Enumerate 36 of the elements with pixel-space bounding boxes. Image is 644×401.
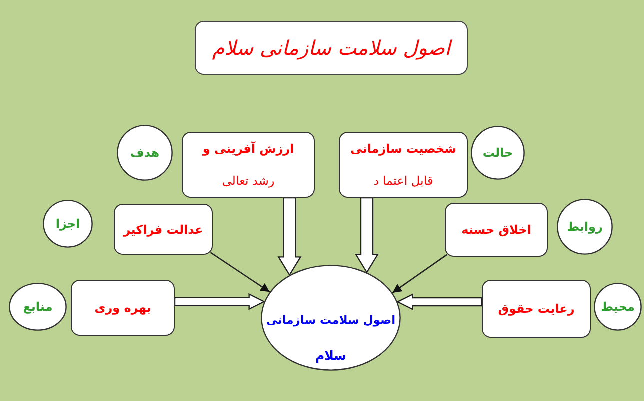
category-label: هدف bbox=[130, 146, 160, 160]
block-arrow bbox=[174, 293, 266, 310]
concept-subtitle: قابل اعتما د bbox=[374, 174, 434, 188]
concept-box bbox=[182, 132, 315, 198]
block-arrow bbox=[354, 197, 380, 274]
title: اصول سلامت سازمانی سلام bbox=[212, 36, 451, 60]
category-label: منابع bbox=[23, 300, 53, 314]
arrow bbox=[392, 254, 448, 294]
central-ellipse bbox=[261, 265, 401, 371]
concept-box bbox=[71, 280, 175, 336]
category-circle bbox=[9, 283, 67, 331]
central-label: اصول سلامت سازمانی bbox=[266, 313, 396, 327]
arrow bbox=[210, 252, 270, 293]
concept-box bbox=[445, 203, 548, 257]
concept-subtitle: رشد تعالی bbox=[222, 174, 275, 188]
concept-heading: اخلاق حسنه bbox=[462, 223, 532, 237]
concept-box bbox=[114, 204, 213, 255]
concept-heading: بهره وری bbox=[94, 301, 152, 315]
category-label: محیط bbox=[601, 300, 635, 314]
category-circle bbox=[43, 200, 93, 248]
category-circle bbox=[117, 125, 173, 181]
category-label: حالت bbox=[482, 146, 514, 160]
category-circle bbox=[594, 283, 642, 331]
category-circle bbox=[557, 199, 613, 255]
category-circle bbox=[471, 126, 525, 180]
concept-heading: شخصیت سازمانی bbox=[350, 142, 456, 156]
block-arrow bbox=[396, 294, 483, 311]
central-label: سلام bbox=[316, 348, 346, 363]
concept-heading: ارزش آفرینی و bbox=[202, 142, 294, 156]
concept-heading: عدالت فراکیر bbox=[124, 222, 204, 236]
concept-box bbox=[482, 280, 591, 338]
category-label: اجزا bbox=[56, 217, 80, 231]
concept-heading: رعایت حقوق bbox=[498, 302, 575, 316]
block-arrow bbox=[278, 197, 302, 276]
category-label: روابط bbox=[567, 220, 603, 234]
concept-box bbox=[339, 132, 468, 198]
